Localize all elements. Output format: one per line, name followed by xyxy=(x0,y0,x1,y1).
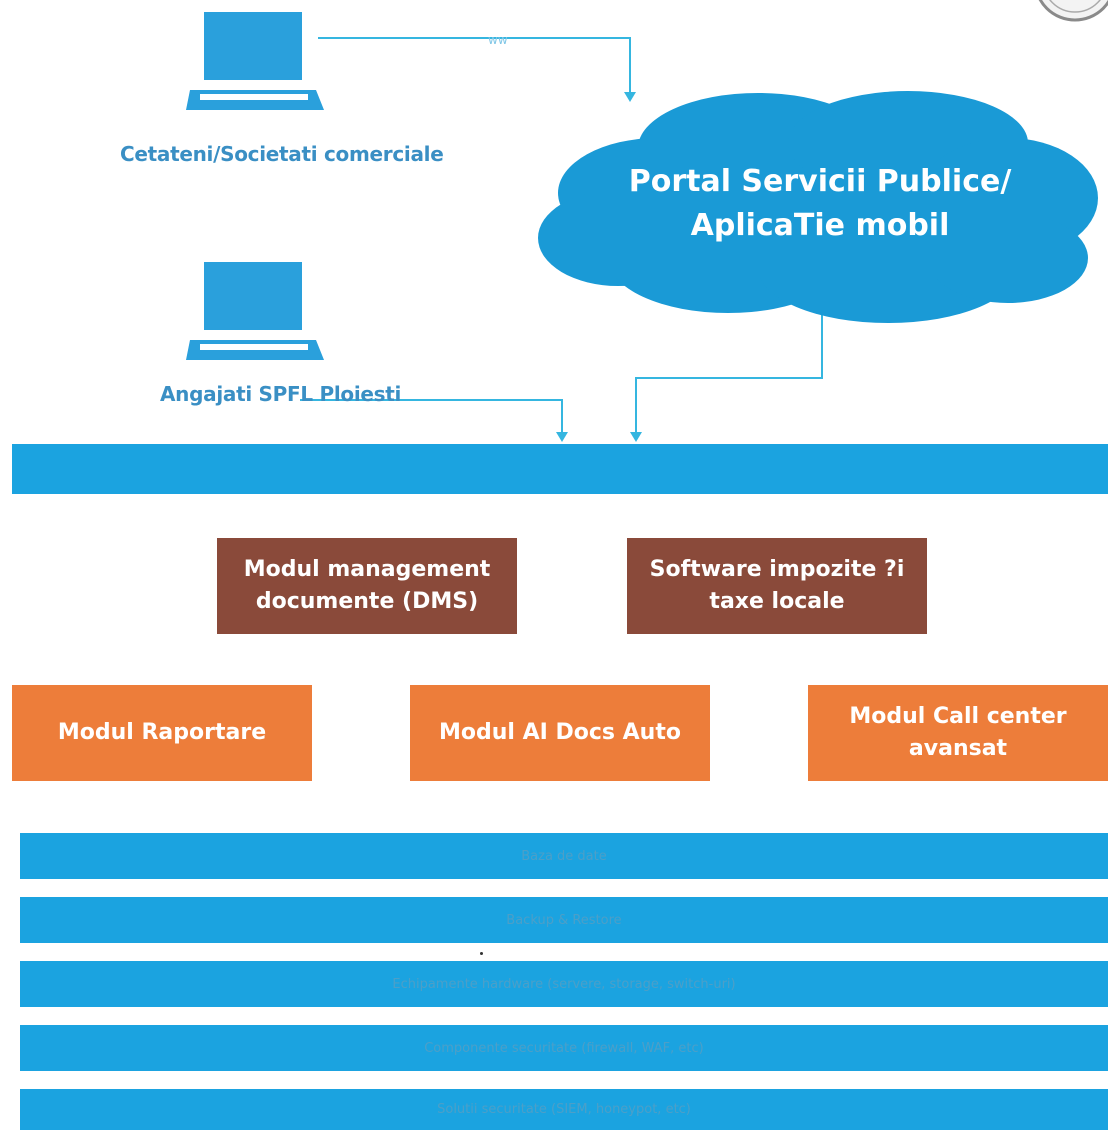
portal-title-line2: AplicaTie mobil xyxy=(690,208,950,243)
portal-title-line1: Portal Servicii Publice/ xyxy=(628,164,1012,199)
laptop-icon-employees xyxy=(186,262,324,360)
portal-to-bus-line xyxy=(635,300,823,436)
laptop-icon-citizens xyxy=(186,12,324,110)
module-ai-docs: Modul AI Docs Auto xyxy=(410,685,710,781)
arrowhead-portal-bus xyxy=(630,432,642,442)
employees-to-bus-line xyxy=(300,399,563,436)
layer-security-components: Componente securitate (firewall, WAF, et… xyxy=(20,1025,1108,1071)
layer-backup: Backup & Restore xyxy=(20,897,1108,943)
arrowhead-employees xyxy=(556,432,568,442)
employees-label: Angajati SPFL Ploiesti xyxy=(160,382,402,406)
module-call-center: Modul Call center avansat xyxy=(808,685,1108,781)
module-taxes: Software impozite ?i taxe locale xyxy=(627,538,927,634)
layer-hardware: Echipamente hardware (servere, storage, … xyxy=(20,961,1108,1007)
citizens-label: Cetateni/Societati comerciale xyxy=(120,142,444,166)
portal-cloud xyxy=(538,91,1098,323)
separator-dot xyxy=(480,952,483,955)
module-dms: Modul management documente (DMS) xyxy=(217,538,517,634)
arrowhead-portal xyxy=(624,92,636,102)
layer-security-solutions: Solutii securitate (SIEM, honeypot, etc) xyxy=(20,1089,1108,1130)
portal-title: Portal Servicii Publice/ AplicaTie mobil xyxy=(610,160,1030,248)
www-label: ww xyxy=(488,33,509,47)
integration-bus xyxy=(12,444,1108,494)
citizens-to-portal-line xyxy=(318,37,631,98)
stamp-seal xyxy=(1038,0,1108,22)
module-reporting: Modul Raportare xyxy=(12,685,312,781)
layer-database: Baza de date xyxy=(20,833,1108,879)
